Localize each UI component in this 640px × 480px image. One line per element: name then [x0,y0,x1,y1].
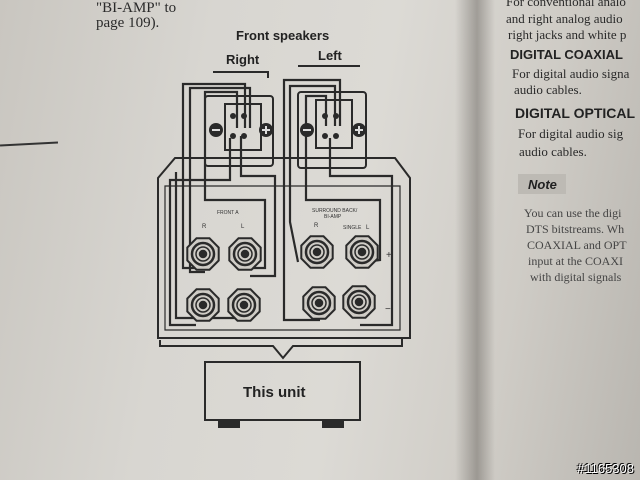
screw-terminal [241,113,247,119]
unit-foot-right [322,420,344,428]
heading-digital-optical: DIGITAL OPTICAL [515,105,636,121]
note-line-1: You can use the digi [524,206,622,220]
receiver-inner-panel [164,185,401,331]
speaker-wire [168,138,232,327]
screw-terminal [322,133,328,139]
binding-post [302,286,336,320]
front-l-mark: L [241,224,245,230]
heading-digital-coaxial: DIGITAL COAXIAL [510,47,623,62]
unit-leader-bracket [159,338,403,360]
speaker-wire [174,172,248,320]
screw-terminal [322,113,328,119]
surround-l-mark: L [366,225,370,231]
right-speaker-bracket [213,71,269,78]
speaker-wire [181,82,247,270]
front-r-mark: R [202,224,207,230]
unit-foot-left [218,420,240,428]
right-speaker-label: Right [226,52,260,67]
speaker-wire [304,94,382,264]
screw-terminal [230,133,236,139]
note-heading-box [518,174,566,194]
right-page-line-2: and right analog audio [506,11,623,26]
plus-terminal-mark: + [386,250,392,261]
binding-post [342,285,376,319]
screw-terminal [241,133,247,139]
watermark-text: #1165308 [577,461,634,476]
surround-back-label: SURROUND BACK/ [312,208,358,214]
speaker-wire [188,86,252,274]
note-line-5: with digital signals [530,270,622,284]
surround-r-mark: R [314,223,319,229]
bi-amp-label: BI-AMP [324,214,342,220]
polarity-minus-right [209,123,223,137]
binding-post [300,235,334,269]
coaxial-text-2: audio cables. [514,82,582,97]
left-page-second-line: page 109). [96,15,160,31]
right-page-line-3: right jacks and white p [508,27,627,42]
this-unit-label: This unit [243,384,306,401]
polarity-minus-left [300,123,314,137]
binding-post [228,237,262,271]
this-unit-box [204,361,361,421]
optical-text-1: For digital audio sig [518,126,624,141]
binding-post [186,288,220,322]
left-speaker-label: Left [318,48,343,63]
note-line-4: input at the COAXI [528,254,623,268]
receiver-rear-panel [157,157,411,339]
left-page-top-line: "BI-AMP" to [96,0,177,16]
optical-text-2: audio cables. [519,144,587,159]
coaxial-text-1: For digital audio signa [512,66,630,81]
binding-post [227,288,261,322]
front-a-label: FRONT A [217,210,239,216]
screw-terminal [230,113,236,119]
speaker-wire [282,78,342,322]
front-speakers-title: Front speakers [236,28,329,43]
note-heading: Note [528,177,557,192]
speaker-wire [328,138,394,327]
single-label: SINGLE [343,225,362,231]
polarity-plus-left [352,123,366,137]
page-gutter-shadow [455,0,495,480]
polarity-plus-right [259,123,273,137]
note-line-3: COAXIAL and OPT [527,238,627,252]
speaker-wire [288,84,337,263]
right-page-line-1: For conventional analo [506,0,626,9]
binding-post [345,235,379,269]
screw-terminal [333,133,339,139]
binding-post [186,237,220,271]
minus-terminal-mark: − [385,304,391,315]
note-line-2: DTS bitstreams. Wh [526,222,625,236]
speaker-wire [239,136,277,278]
screw-terminal [333,113,339,119]
speaker-wire [203,90,267,270]
